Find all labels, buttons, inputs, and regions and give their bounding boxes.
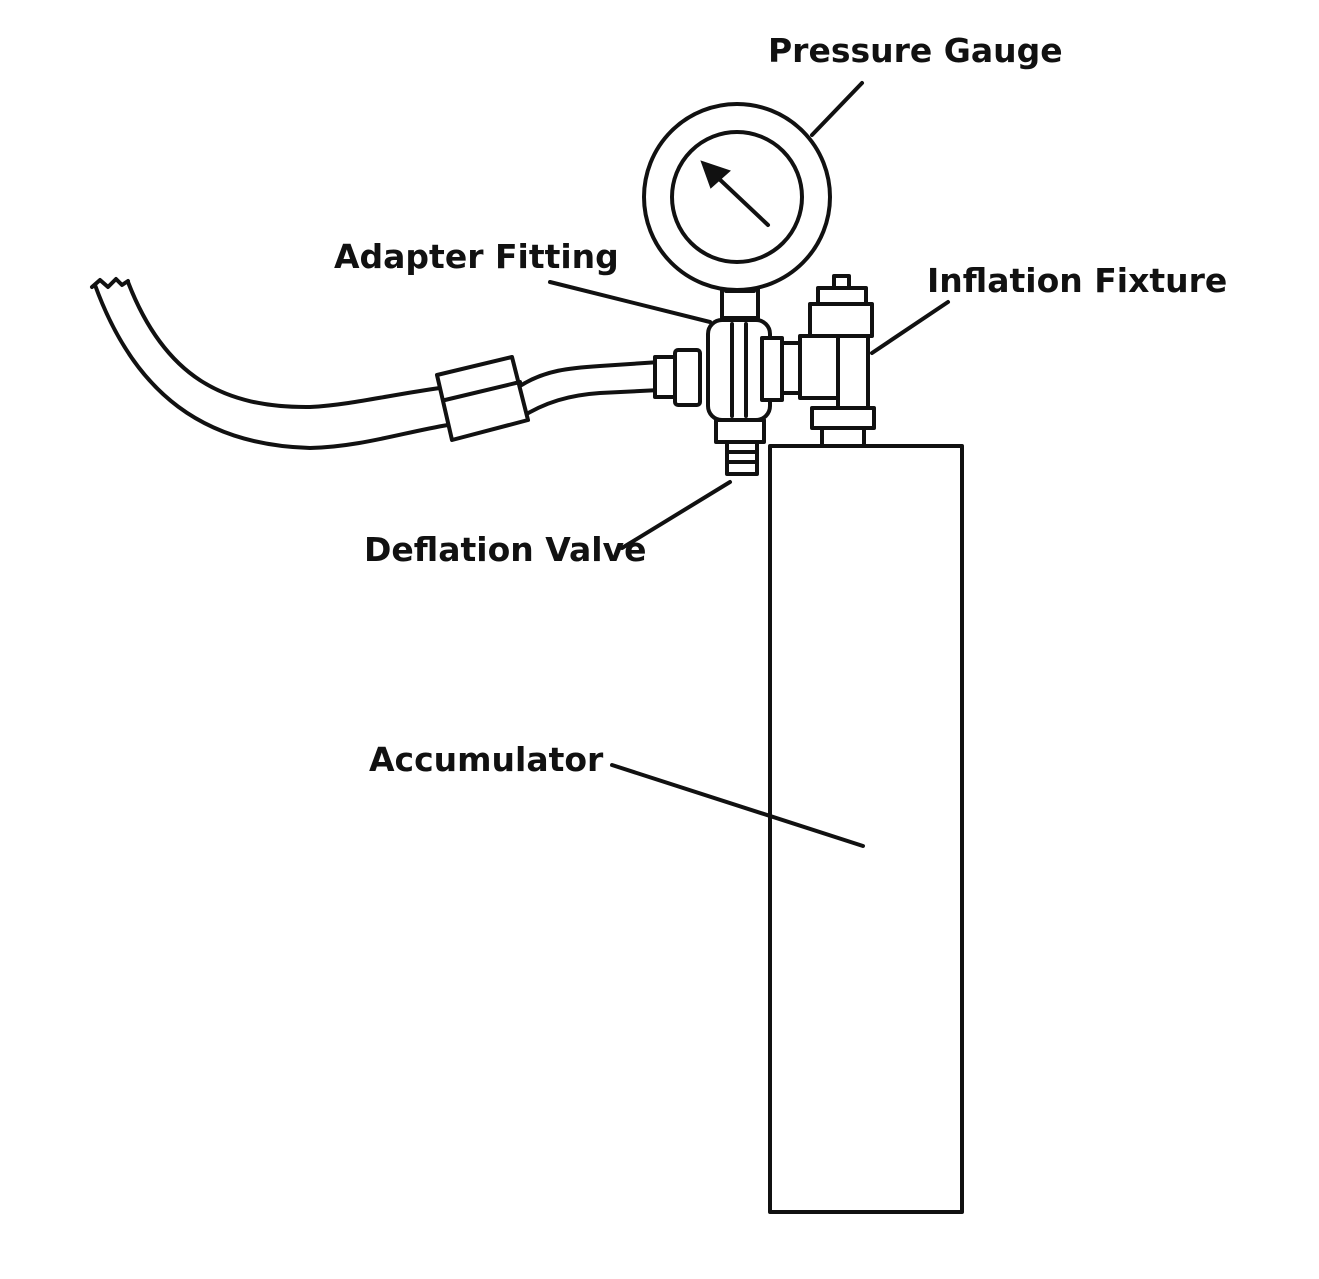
accumulator-cylinder [768,444,964,1214]
leader-pressure-gauge [810,81,864,137]
leader-inflation-fixture [870,300,950,355]
label-inflation-fixture: Inflation Fixture [927,261,1227,300]
inflation-fixture [798,274,876,448]
label-pressure-gauge: Pressure Gauge [768,31,1063,70]
deflation-valve [714,418,766,476]
leader-lines [548,81,950,848]
hose-coupling [435,355,530,442]
leader-adapter-fitting [548,280,712,324]
label-adapter-fitting: Adapter Fitting [334,237,619,276]
label-deflation-valve: Deflation Valve [364,530,646,569]
leader-deflation-valve [620,480,732,550]
leader-accumulator [610,763,865,848]
adapter-fitting [706,318,784,422]
label-accumulator: Accumulator [369,740,604,779]
adapter-side-nut [653,341,804,407]
gauge-needle-tip-icon [700,160,731,189]
gauge-needle [713,173,770,227]
hose [90,277,662,450]
pressure-gauge [642,102,832,320]
